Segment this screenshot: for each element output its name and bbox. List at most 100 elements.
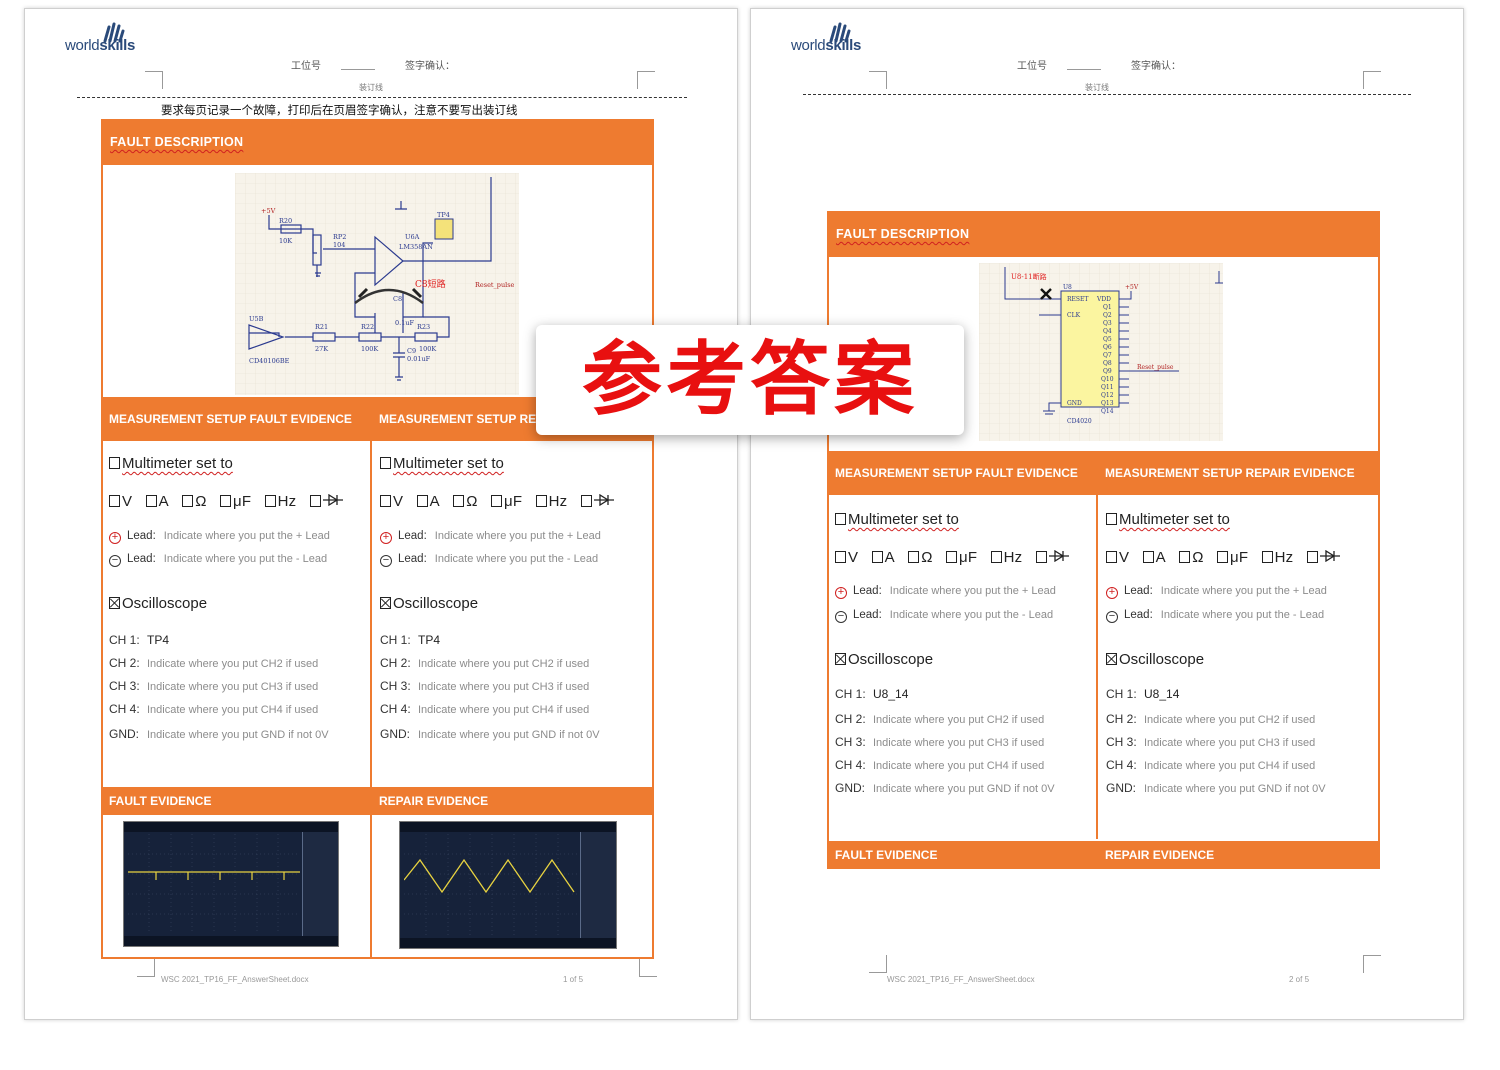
unit-a[interactable]: A	[871, 549, 895, 566]
oscilloscope-checkbox-checked[interactable]	[835, 653, 846, 665]
unit-uf[interactable]: μF	[945, 549, 977, 566]
fault-scope-screenshot	[123, 821, 339, 947]
unit-hz[interactable]: Hz	[990, 549, 1023, 566]
plus-lead-row: +Lead:Indicate where you put the + Lead	[109, 530, 330, 544]
minus-lead-field[interactable]: Indicate where you put the - Lead	[1160, 609, 1325, 621]
oscilloscope-option[interactable]: Oscilloscope	[1106, 651, 1204, 668]
minus-lead-field[interactable]: Indicate where you put the - Lead	[434, 553, 599, 565]
unit-ohm[interactable]: Ω	[453, 493, 477, 510]
plus-lead-field[interactable]: Indicate where you put the + Lead	[889, 585, 1056, 597]
ch3-field[interactable]: Indicate where you put CH3 if used	[147, 681, 319, 693]
plus-lead-field[interactable]: Indicate where you put the + Lead	[1160, 585, 1327, 597]
minus-lead-icon: −	[1106, 611, 1118, 623]
stamp-text: 参考答案	[582, 333, 918, 426]
gnd-row: GND:Indicate where you put GND if not 0V	[1106, 781, 1326, 795]
unit-ohm[interactable]: Ω	[908, 549, 932, 566]
worldskills-hands-icon	[829, 22, 851, 43]
svg-text:Q9: Q9	[1103, 368, 1112, 375]
ch4-field[interactable]: Indicate where you put CH4 if used	[1144, 760, 1316, 772]
multimeter-option[interactable]: Multimeter set to	[1106, 511, 1230, 528]
svg-text:Q7: Q7	[1103, 352, 1112, 359]
multimeter-option[interactable]: Multimeter set to	[380, 455, 504, 472]
ch2-field[interactable]: Indicate where you put CH2 if used	[1144, 714, 1316, 726]
unit-ohm[interactable]: Ω	[1179, 549, 1203, 566]
diode-icon	[593, 493, 614, 507]
minus-lead-field[interactable]: Indicate where you put the - Lead	[163, 553, 328, 565]
gnd-field[interactable]: Indicate where you put GND if not 0V	[1144, 783, 1326, 795]
oscilloscope-checkbox-checked[interactable]	[109, 597, 120, 609]
unit-hz[interactable]: Hz	[264, 493, 297, 510]
ch4-field[interactable]: Indicate where you put CH4 if used	[418, 704, 590, 716]
plus-lead-field[interactable]: Indicate where you put the + Lead	[163, 530, 330, 542]
plus-lead-row: +Lead:Indicate where you put the + Lead	[835, 585, 1056, 599]
fault-description-header: FAULT DESCRIPTION	[101, 119, 653, 165]
binding-line-label: 装订线	[1085, 83, 1109, 92]
gnd-field[interactable]: Indicate where you put GND if not 0V	[147, 729, 329, 741]
unit-hz[interactable]: Hz	[535, 493, 568, 510]
gnd-field[interactable]: Indicate where you put GND if not 0V	[418, 729, 600, 741]
unit-diode[interactable]	[1306, 549, 1340, 566]
ch2-field[interactable]: Indicate where you put CH2 if used	[418, 658, 590, 670]
svg-text:+5V: +5V	[1125, 284, 1139, 291]
station-blank[interactable]	[1067, 69, 1101, 70]
multimeter-option[interactable]: Multimeter set to	[835, 511, 959, 528]
ch1-field[interactable]: TP4	[147, 633, 170, 647]
unit-v[interactable]: V	[1106, 549, 1129, 566]
crop-mark	[869, 955, 887, 973]
multimeter-checkbox[interactable]	[109, 457, 120, 469]
unit-hz[interactable]: Hz	[1261, 549, 1294, 566]
ch1-field[interactable]: U8_14	[1144, 687, 1180, 701]
footer-filename: WSC 2021_TP16_FF_AnswerSheet.docx	[887, 975, 1035, 984]
minus-lead-field[interactable]: Indicate where you put the - Lead	[889, 609, 1054, 621]
plus-lead-icon: +	[835, 587, 847, 599]
plus-lead-field[interactable]: Indicate where you put the + Lead	[434, 530, 601, 542]
unit-uf[interactable]: μF	[219, 493, 251, 510]
station-blank[interactable]	[341, 69, 375, 70]
ch3-field[interactable]: Indicate where you put CH3 if used	[418, 681, 590, 693]
unit-options: V A Ω μF Hz	[1106, 549, 1349, 566]
unit-a[interactable]: A	[145, 493, 169, 510]
reference-answer-stamp: 参考答案	[536, 325, 964, 435]
ch3-row: CH 3:Indicate where you put CH3 if used	[380, 679, 590, 693]
unit-v[interactable]: V	[109, 493, 132, 510]
svg-text:U6A: U6A	[405, 233, 420, 241]
unit-uf[interactable]: μF	[1216, 549, 1248, 566]
ch3-field[interactable]: Indicate where you put CH3 if used	[1144, 737, 1316, 749]
unit-v[interactable]: V	[835, 549, 858, 566]
ch2-field[interactable]: Indicate where you put CH2 if used	[147, 658, 319, 670]
ch3-field[interactable]: Indicate where you put CH3 if used	[873, 737, 1045, 749]
unit-uf[interactable]: μF	[490, 493, 522, 510]
unit-diode[interactable]	[1035, 549, 1069, 566]
minus-lead-row: −Lead:Indicate where you put the - Lead	[109, 553, 327, 567]
unit-diode[interactable]	[580, 493, 614, 510]
ch4-row: CH 4:Indicate where you put CH4 if used	[835, 758, 1045, 772]
ch1-field[interactable]: U8_14	[873, 687, 909, 701]
multimeter-checkbox[interactable]	[1106, 513, 1117, 525]
svg-text:Q11: Q11	[1101, 384, 1114, 391]
svg-text:CD40106BE: CD40106BE	[249, 357, 290, 365]
ch2-field[interactable]: Indicate where you put CH2 if used	[873, 714, 1045, 726]
multimeter-checkbox[interactable]	[380, 457, 391, 469]
fault-evidence-header: FAULT EVIDENCE	[827, 841, 1097, 869]
oscilloscope-option[interactable]: Oscilloscope	[109, 595, 207, 612]
oscilloscope-option[interactable]: Oscilloscope	[380, 595, 478, 612]
oscilloscope-option[interactable]: Oscilloscope	[835, 651, 933, 668]
ch1-field[interactable]: TP4	[418, 633, 441, 647]
unit-v[interactable]: V	[380, 493, 403, 510]
multimeter-option[interactable]: Multimeter set to	[109, 455, 233, 472]
svg-text:C9: C9	[407, 347, 416, 355]
unit-a[interactable]: A	[416, 493, 440, 510]
multimeter-checkbox[interactable]	[835, 513, 846, 525]
oscilloscope-checkbox-checked[interactable]	[380, 597, 391, 609]
oscilloscope-checkbox-checked[interactable]	[1106, 653, 1117, 665]
measure-fault-header: MEASUREMENT SETUP FAULT EVIDENCE	[827, 451, 1097, 495]
crop-mark	[639, 959, 657, 977]
plus-lead-icon: +	[1106, 587, 1118, 599]
svg-text:Q12: Q12	[1101, 392, 1114, 399]
ch4-field[interactable]: Indicate where you put CH4 if used	[873, 760, 1045, 772]
unit-diode[interactable]	[309, 493, 343, 510]
unit-a[interactable]: A	[1142, 549, 1166, 566]
unit-ohm[interactable]: Ω	[182, 493, 206, 510]
gnd-field[interactable]: Indicate where you put GND if not 0V	[873, 783, 1055, 795]
ch4-field[interactable]: Indicate where you put CH4 if used	[147, 704, 319, 716]
